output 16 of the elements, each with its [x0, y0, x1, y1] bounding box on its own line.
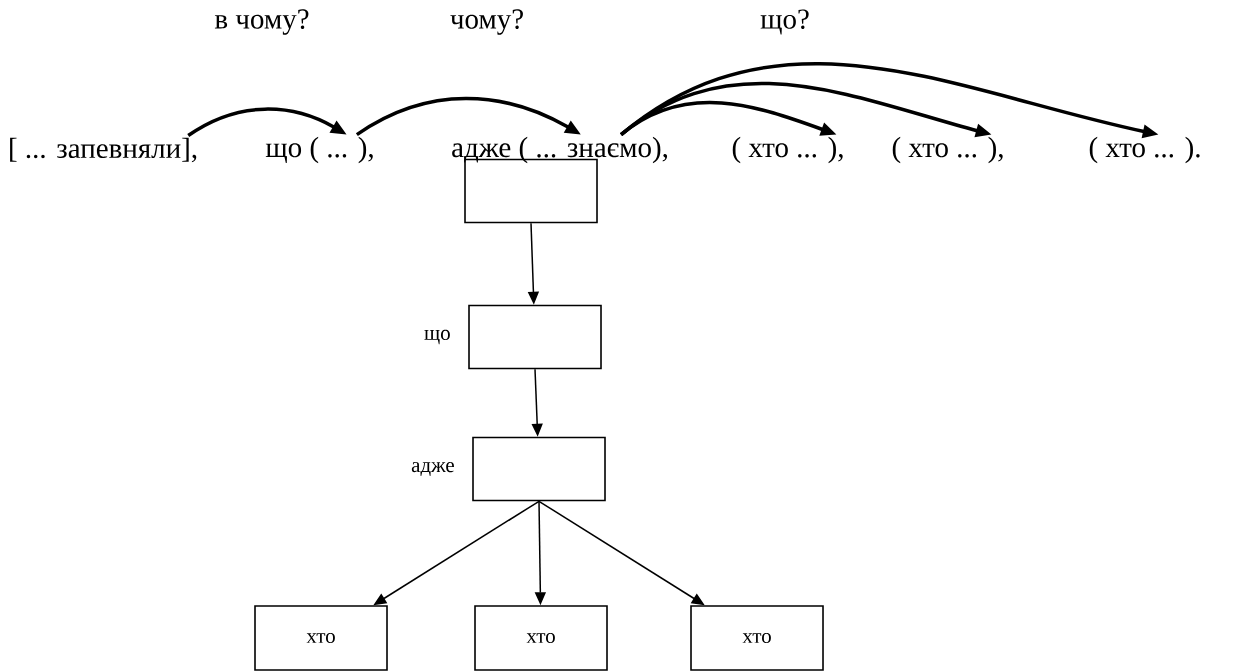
clause-box: хто: [254, 605, 388, 671]
side-label: адже: [411, 462, 454, 476]
clause-box: хто: [474, 605, 608, 671]
sentence-fragment: адже ( ... знаємо),: [452, 136, 668, 164]
side-label: що: [424, 329, 450, 345]
edge-label: в чому?: [211, 5, 313, 39]
clause-box: [472, 436, 606, 502]
sentence-fragment: ( хто ... ).: [1089, 136, 1200, 164]
clause-box: хто: [690, 605, 824, 671]
sentence-fragment: що ( ... ),: [265, 136, 373, 164]
sentence-fragment: [ ... запевняли],: [10, 137, 197, 163]
clause-box: [468, 304, 602, 370]
sentence-fragment: ( хто ... ),: [732, 136, 843, 164]
sentence-fragment: ( хто ... ),: [892, 136, 1003, 164]
edge-label: що?: [756, 6, 814, 38]
edge-label: чому?: [446, 5, 528, 39]
